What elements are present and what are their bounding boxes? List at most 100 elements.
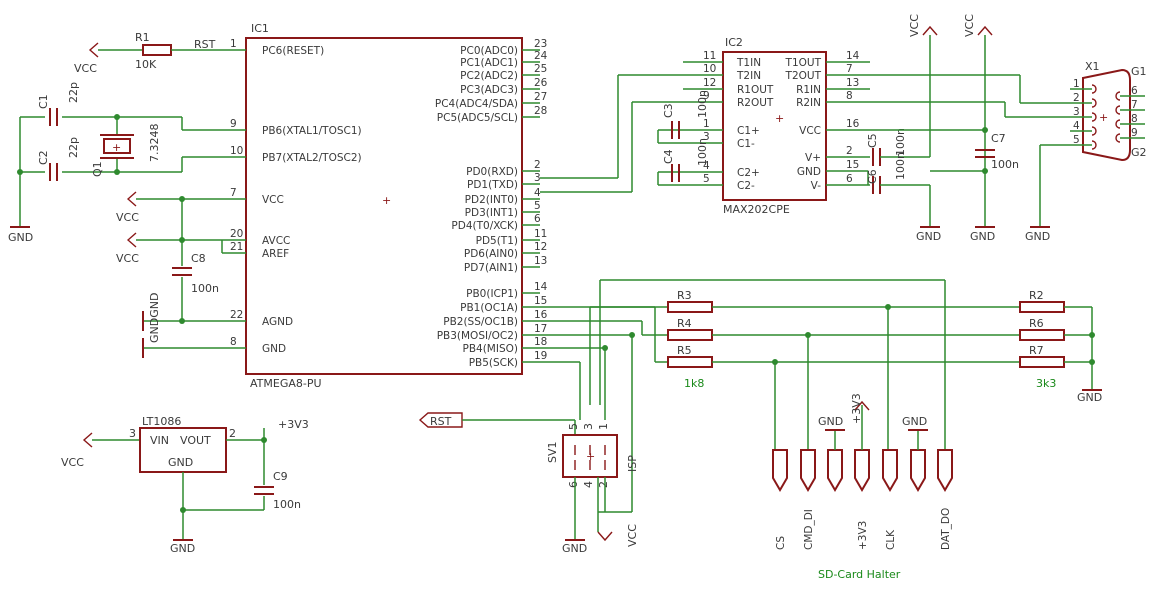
gnd-label-isp: GND xyxy=(562,542,587,555)
ic2-pin-label: C2+ xyxy=(737,167,760,179)
ic1-pin-label: PB7(XTAL2/TOSC2) xyxy=(262,152,362,164)
ic1-name: IC1 xyxy=(251,22,269,35)
ic1-pin-label: PC0(ADC0) xyxy=(460,45,518,57)
ic1-pin-num: 25 xyxy=(534,63,547,75)
svg-text:+: + xyxy=(586,450,595,463)
ic1-pin-num: 12 xyxy=(534,241,547,253)
ic1-atmega8[interactable]: IC1 ATMEGA8-PU + 1PC6(RESET)9PB6(XTAL1/T… xyxy=(228,22,548,390)
ic1-pin-label: PB2(SS/OC1B) xyxy=(443,316,518,328)
sd-pin-label: CS xyxy=(775,536,787,550)
isp-header-sv1[interactable]: RST + SV1 ISP 5 3 1 6 4 2 GND VCC xyxy=(418,412,639,555)
c8-value: 100n xyxy=(191,282,219,295)
sd-contact xyxy=(937,449,953,492)
r5-name: R5 xyxy=(677,344,692,357)
ic2-max202[interactable]: IC2 MAX202CPE + 11T1IN10T2IN12R1OUT9R2OU… xyxy=(703,36,860,216)
vcc-label-4: VCC xyxy=(963,14,976,37)
ic1-pin-num: 1 xyxy=(230,38,237,50)
x1-pin-num: 4 xyxy=(1073,120,1080,132)
c5-value: 100n xyxy=(894,128,907,156)
sd-pin-label: CMD_DI xyxy=(803,509,815,550)
sd-v33-label: +3V3 xyxy=(850,393,863,424)
ic2-pin-num: 8 xyxy=(846,90,853,102)
crystal-circuit[interactable]: C1 22p C2 22p + Q1 7.3248 GND xyxy=(8,82,228,244)
r4-name: R4 xyxy=(677,317,692,330)
r-right-value: 3k3 xyxy=(1036,377,1056,390)
sd-pin-label: CLK xyxy=(885,529,897,550)
c3-name: C3 xyxy=(662,103,675,118)
ic2-pin-label: T2IN xyxy=(736,70,761,82)
svg-text:3: 3 xyxy=(582,423,595,430)
svg-text:2: 2 xyxy=(229,427,236,440)
ic1-pin-label: PC5(ADC5/SCL) xyxy=(437,112,518,124)
svg-text:2: 2 xyxy=(597,481,610,488)
ic1-pin-label: PC4(ADC4/SDA) xyxy=(435,98,518,110)
max202-caps[interactable]: C3 100n C4 100n C5 100n C6 100n VCC VCC xyxy=(657,14,1070,243)
ic2-pin-label: R1IN xyxy=(796,84,821,96)
ic1-pin-num: 2 xyxy=(534,159,541,171)
svg-text:+: + xyxy=(1099,111,1108,124)
c2-name: C2 xyxy=(37,150,50,165)
r1-value: 10K xyxy=(135,58,157,71)
ic1-pin-label: VCC xyxy=(262,194,284,206)
r2-name: R2 xyxy=(1029,289,1044,302)
ic1-power-nets[interactable]: VCC VCC C8 100n GNDGND xyxy=(116,191,228,358)
vcc-label-1: VCC xyxy=(116,211,139,224)
ic1-value: ATMEGA8-PU xyxy=(250,377,322,390)
c9-value: 100n xyxy=(273,498,301,511)
ic1-origin-mark: + xyxy=(382,194,391,207)
ic2-pin-label: T1OUT xyxy=(785,57,822,69)
vcc-label-3: VCC xyxy=(908,14,921,37)
ic2-pin-num: 11 xyxy=(703,50,716,62)
ic1-pin-label: PB0(ICP1) xyxy=(466,288,518,300)
x1-pin-num: 9 xyxy=(1131,127,1138,139)
ic2-pin-num: 12 xyxy=(703,77,716,89)
gnd-label-rnet: GND xyxy=(1077,391,1102,404)
ic1-pin-label: PD0(RXD) xyxy=(466,166,518,178)
ic1-pin-label: PD5(T1) xyxy=(476,235,518,247)
ic1-pin-label: PC6(RESET) xyxy=(262,45,324,57)
ic1-pin-label: PD3(INT1) xyxy=(465,207,518,219)
ic1-pin-label: GND xyxy=(262,343,286,355)
svg-text:6: 6 xyxy=(567,481,580,488)
c4-name: C4 xyxy=(662,149,675,164)
ic2-pin-num: 4 xyxy=(703,160,710,172)
c9-name: C9 xyxy=(273,470,288,483)
ic1-pin-num: 20 xyxy=(230,228,243,240)
ic1-pin-num: 14 xyxy=(534,281,548,293)
gnd-label-c7: GND xyxy=(970,230,995,243)
ic2-pin-label: GND xyxy=(797,166,821,178)
sd-contact xyxy=(827,449,843,492)
sd-gnd-2: GND xyxy=(902,415,927,428)
ic1-pin-label: AVCC xyxy=(262,235,290,247)
isp-name: SV1 xyxy=(546,441,559,463)
ic2-body xyxy=(722,51,827,201)
x1-pin-num: 8 xyxy=(1131,113,1138,125)
ic2-left-pins: 11T1IN10T2IN12R1OUT9R2OUT1C1+3C1-4C2+5C2… xyxy=(703,50,774,192)
r-left-value: 1k8 xyxy=(684,377,704,390)
ic2-pin-label: V+ xyxy=(805,152,821,164)
resistor-r1[interactable]: R1 10K RST VCC xyxy=(74,31,228,75)
ic2-pin-label: C1- xyxy=(737,138,755,150)
ic1-pin-label: PB5(SCK) xyxy=(469,357,518,369)
reg-vin: VIN xyxy=(150,434,169,447)
ic2-pin-num: 5 xyxy=(703,173,710,185)
ic1-pin-label: PD7(AIN1) xyxy=(464,262,518,274)
c7-value: 100n xyxy=(991,158,1019,171)
ic1-pin-num: 22 xyxy=(230,309,243,321)
regulator-lt1086[interactable]: VCC LT1086 3 2 VIN VOUT GND +3V3 C9 100n… xyxy=(61,415,309,555)
c5-name: C5 xyxy=(866,133,879,148)
reg-gnd: GND xyxy=(168,456,193,469)
ic2-pin-label: R2OUT xyxy=(737,97,774,109)
ic2-pin-num: 1 xyxy=(703,118,710,130)
ic2-pin-label: R2IN xyxy=(796,97,821,109)
ic1-pin-num: 7 xyxy=(230,187,237,199)
vcc-label-isp: VCC xyxy=(626,524,639,547)
ic1-pin-label: PB1(OC1A) xyxy=(460,302,518,314)
ic2-pin-label: T2OUT xyxy=(785,70,822,82)
ic2-pin-label: C2- xyxy=(737,180,755,192)
sd-level-shifters[interactable]: GND R3 R4 R5 R2 R6 R7 1k8 3k3 xyxy=(540,279,1102,513)
